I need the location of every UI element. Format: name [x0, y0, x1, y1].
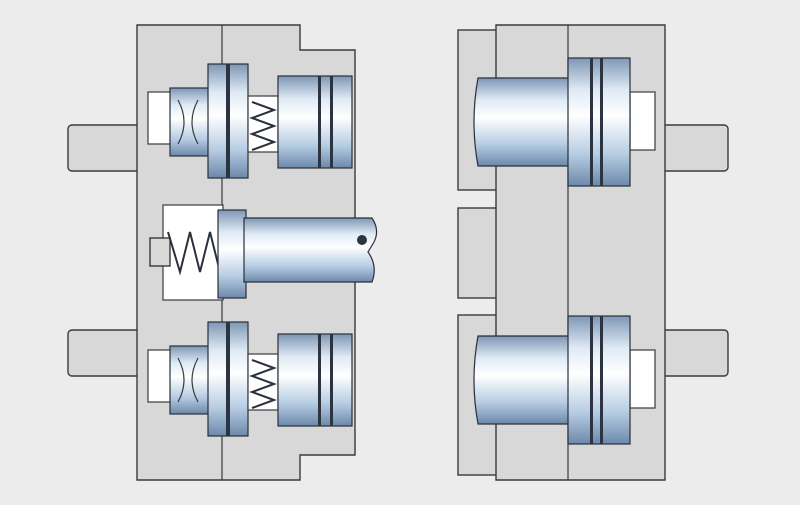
top-left-pin — [67, 124, 144, 172]
middle-plunger — [149, 204, 378, 301]
piston-groove — [330, 334, 333, 426]
piston-groove — [318, 334, 321, 426]
spring-chamber — [247, 95, 279, 153]
piston-groove — [590, 316, 593, 444]
piston-groove — [600, 316, 603, 444]
piston-groove — [590, 58, 593, 186]
piston-groove — [318, 76, 321, 168]
bottom-right-piston — [473, 315, 631, 445]
left-assembly — [67, 24, 378, 481]
piston-groove — [330, 76, 333, 168]
seal-element — [169, 87, 211, 157]
piston-body — [277, 75, 353, 169]
plunger-hole — [357, 235, 367, 245]
piston-groove — [226, 64, 230, 178]
spring — [167, 231, 221, 276]
pin-bore — [629, 349, 656, 409]
middle-right-plate — [457, 207, 499, 299]
top-left-valve — [147, 63, 353, 179]
spring-chamber — [247, 353, 279, 411]
bottom-left-valve — [147, 321, 353, 437]
piston-head — [567, 315, 631, 445]
seal-x-profile — [177, 99, 199, 145]
bottom-left-pin — [67, 329, 144, 377]
piston-nose — [473, 77, 571, 167]
plunger-collar — [217, 209, 247, 299]
piston-nose — [473, 335, 571, 425]
seal-x-profile — [177, 357, 199, 403]
spring — [249, 359, 277, 409]
piston-body — [277, 333, 353, 427]
piston-groove — [226, 322, 230, 436]
plunger-shaft — [243, 217, 378, 283]
plunger-stem — [149, 237, 171, 267]
piston-head — [567, 57, 631, 187]
seal-element — [169, 345, 211, 415]
right-assembly — [457, 24, 729, 481]
top-right-piston — [473, 57, 631, 187]
pin-bore — [629, 91, 656, 151]
plunger-pocket — [162, 204, 224, 301]
piston-groove — [600, 58, 603, 186]
spring — [249, 101, 277, 151]
